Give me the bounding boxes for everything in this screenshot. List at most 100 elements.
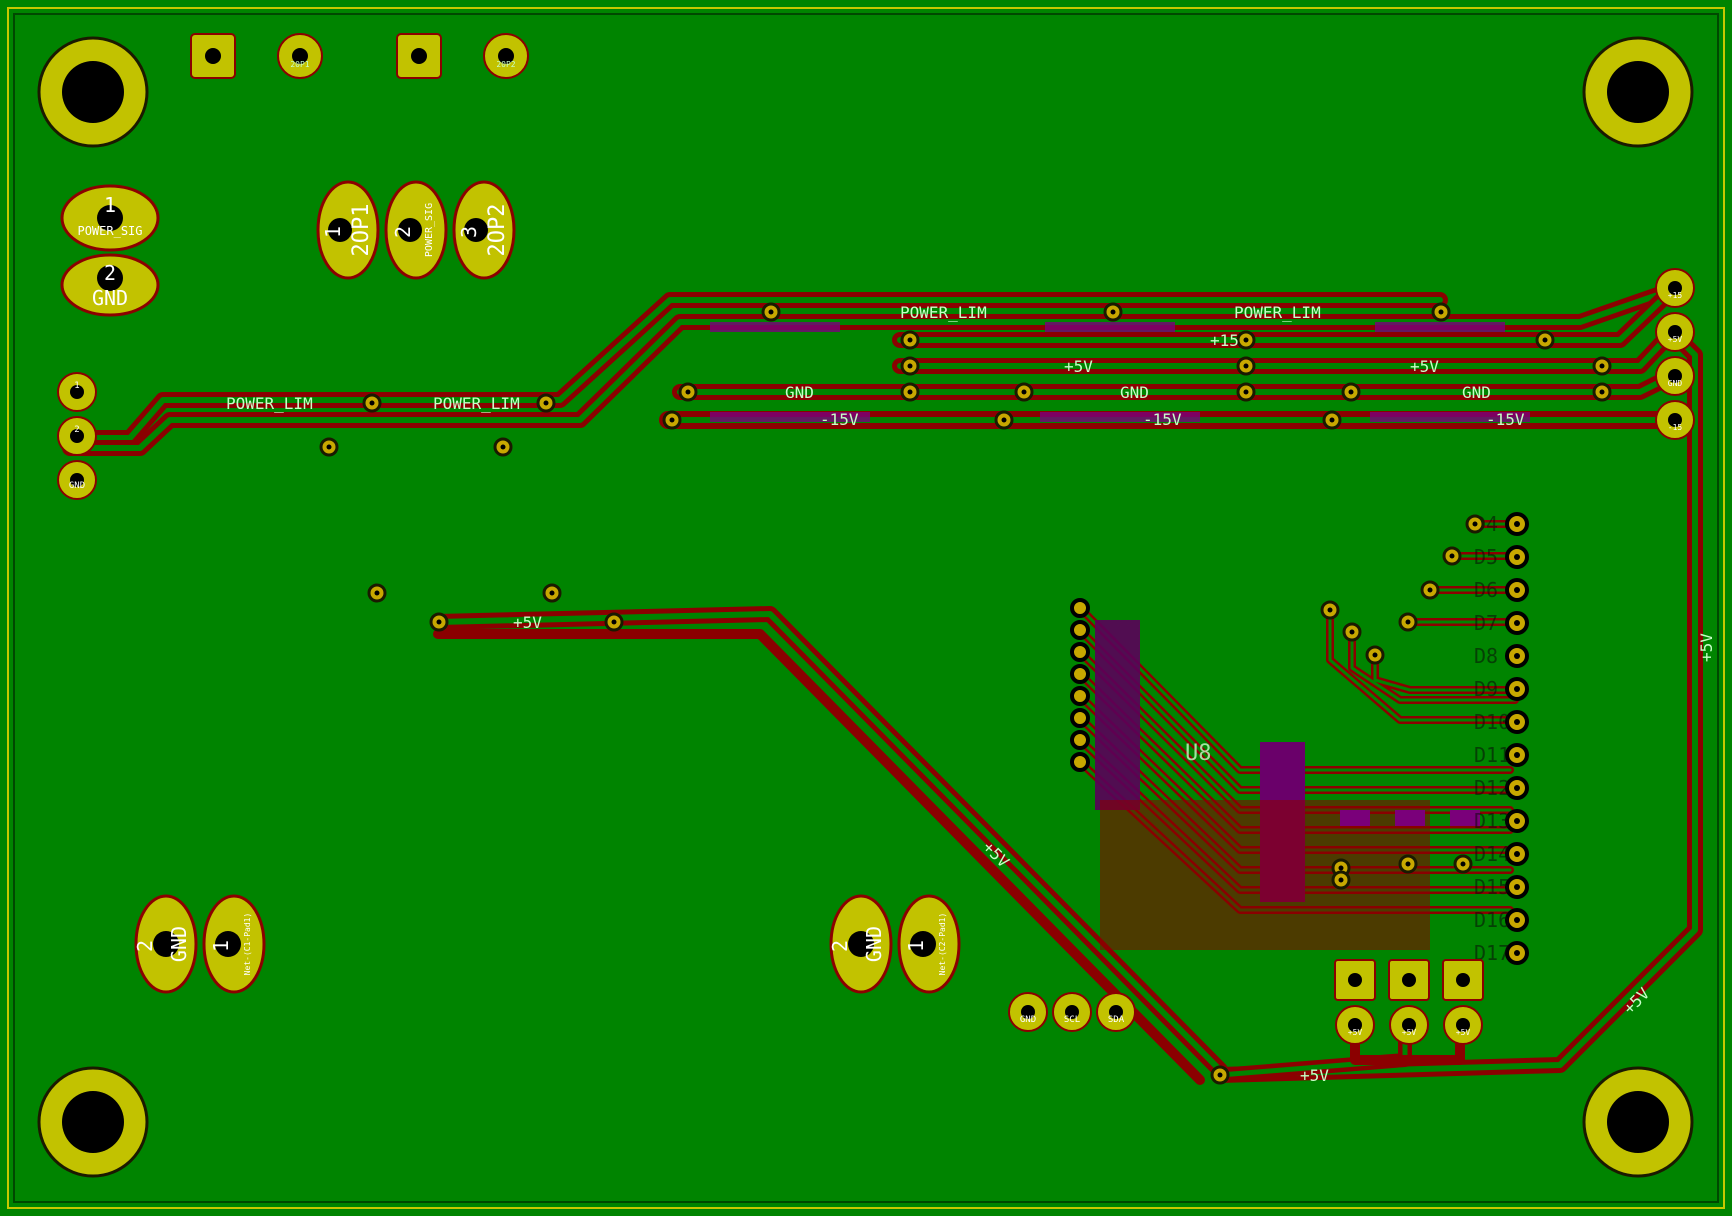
pad-i2c-scl[interactable]: SCL <box>1052 992 1092 1032</box>
pad-j1-1[interactable]: 1 POWER_SIG <box>60 184 160 252</box>
pad-i2c-sda-label: SDA <box>1108 1015 1125 1025</box>
pad-bl-2[interactable]: 1 Net-(C1-Pad1) <box>202 894 266 994</box>
pad-rv-1[interactable]: 1 2OP1 <box>316 180 380 280</box>
via-hole <box>1472 521 1478 527</box>
header-pin[interactable]: D10 <box>1474 710 1529 734</box>
net-label-m15-c: -15V <box>1486 410 1525 429</box>
pad-pwr-3-label: GND <box>1668 379 1683 388</box>
via-hole <box>1001 417 1007 423</box>
header-pin[interactable]: D15 <box>1474 875 1529 899</box>
pad-pwr-1[interactable]: +15 <box>1655 268 1695 308</box>
pad-sq-1[interactable] <box>1334 959 1376 1001</box>
via-hole <box>1327 607 1333 613</box>
net-label-p15: +15 <box>1210 331 1239 350</box>
pad-top-a1[interactable] <box>190 33 236 79</box>
pad-left-1[interactable]: 1 <box>57 372 97 412</box>
board-outline <box>7 7 1725 1209</box>
net-label-power-lim-4: POWER_LIM <box>1234 303 1321 322</box>
pad-pwr-4[interactable]: -15 <box>1655 400 1695 440</box>
pad-left-3-label: GND <box>69 481 85 491</box>
pad-sq-3[interactable] <box>1442 959 1484 1001</box>
header-pin[interactable]: D14 <box>1474 842 1529 866</box>
via-hole <box>907 389 913 395</box>
pad-pwr-1-label: +15 <box>1668 291 1683 300</box>
header-pin-label: D8 <box>1474 644 1498 668</box>
header-pin[interactable]: D16 <box>1474 908 1529 932</box>
ic-pin <box>1070 708 1090 728</box>
pad-i2c-sda[interactable]: SDA <box>1096 992 1136 1032</box>
pad-pwr-2[interactable]: +5V <box>1655 312 1695 352</box>
pad-sq-2[interactable] <box>1388 959 1430 1001</box>
via-hole <box>1405 861 1411 867</box>
pad-top-b2[interactable]: 20P2 <box>483 33 529 79</box>
header-pin[interactable]: D17 <box>1474 941 1529 965</box>
header-pin-label: D15 <box>1474 875 1510 899</box>
pad-j1-1-net: POWER_SIG <box>77 224 142 238</box>
via-hole <box>907 363 913 369</box>
header-pin[interactable]: D13 <box>1474 809 1529 833</box>
pad-bl-2-net: Net-(C1-Pad1) <box>243 913 252 976</box>
trace-power-lim-top-core <box>67 297 1443 441</box>
pad-5v-3[interactable]: +5V <box>1443 1005 1483 1045</box>
via-hole <box>1338 865 1344 871</box>
pad-i2c-gnd[interactable]: GND <box>1008 992 1048 1032</box>
header-pin[interactable]: D5 <box>1474 545 1529 569</box>
header-pin-label: D12 <box>1474 776 1510 800</box>
pad-left-2[interactable]: 2 <box>57 416 97 456</box>
net-label-power-lim-2: POWER_LIM <box>433 394 520 413</box>
board-edge-inner <box>13 13 1719 1203</box>
header-pin[interactable]: D7 <box>1474 611 1529 635</box>
ic-pin <box>1070 598 1090 618</box>
ic-pin <box>1070 664 1090 684</box>
ic-u8 <box>1095 620 1480 950</box>
via-hole <box>1542 337 1548 343</box>
pad-j1-2-net: GND <box>92 286 128 310</box>
via-hole <box>549 590 555 596</box>
pad-bm-1[interactable]: 2 GND <box>828 894 893 994</box>
pad-top-b2-label: 20P2 <box>496 60 515 69</box>
via-hole <box>1110 309 1116 315</box>
pad-5v-1-label: +5V <box>1348 1028 1363 1037</box>
header-pin[interactable]: D8 <box>1474 644 1529 668</box>
mounting-hole-bl <box>37 1066 149 1178</box>
pad-5v-1[interactable]: +5V <box>1335 1005 1375 1045</box>
pad-left-1-label: 1 <box>74 381 79 391</box>
ic-pin <box>1070 686 1090 706</box>
pad-rv-3-num: 3 <box>457 226 481 238</box>
pad-5v-2[interactable]: +5V <box>1389 1005 1429 1045</box>
net-label-gnd-b: GND <box>1120 383 1149 402</box>
via-hole <box>1449 553 1455 559</box>
pad-rv-3[interactable]: 3 2OP2 <box>452 180 516 280</box>
ic-pin <box>1070 620 1090 640</box>
header-pin-label: D7 <box>1474 611 1498 635</box>
pad-bm-2[interactable]: 1 Net-(C2-Pad1) <box>897 894 961 994</box>
pad-top-b1[interactable] <box>396 33 442 79</box>
header-pin[interactable]: D11 <box>1474 743 1529 767</box>
ic-pin <box>1070 642 1090 662</box>
pad-top-a2[interactable]: 20P1 <box>277 33 323 79</box>
pad-left-3[interactable]: GND <box>57 460 97 500</box>
via-hole <box>543 400 549 406</box>
net-label-m15-a: -15V <box>820 410 859 429</box>
via-hole <box>369 400 375 406</box>
pad-j1-2[interactable]: 2 GND <box>60 253 160 317</box>
header-pin[interactable]: D12 <box>1474 776 1529 800</box>
header-pin[interactable]: D4 <box>1474 512 1529 536</box>
ic-left-pins <box>1070 598 1090 772</box>
trace-5v-diag-core <box>435 611 1223 1073</box>
trace-power-lim-2-core <box>67 287 1675 451</box>
pad-rv-1-net: 2OP1 <box>349 204 374 257</box>
pad-rv-2[interactable]: 2 POWER_SIG <box>384 180 448 280</box>
pad-bl-1[interactable]: 2 GND <box>133 894 198 994</box>
net-label-power-lim-1: POWER_LIM <box>226 394 313 413</box>
header-pin[interactable]: D9 <box>1474 677 1529 701</box>
via-hole <box>1348 389 1354 395</box>
header-pin[interactable]: D6 <box>1474 578 1529 602</box>
pad-pwr-4-label: -15 <box>1668 423 1683 432</box>
pad-pwr-3[interactable]: GND <box>1655 356 1695 396</box>
via-group <box>319 302 1612 1085</box>
via-hole <box>1372 652 1378 658</box>
pad-rv-3-net: 2OP2 <box>485 204 510 257</box>
